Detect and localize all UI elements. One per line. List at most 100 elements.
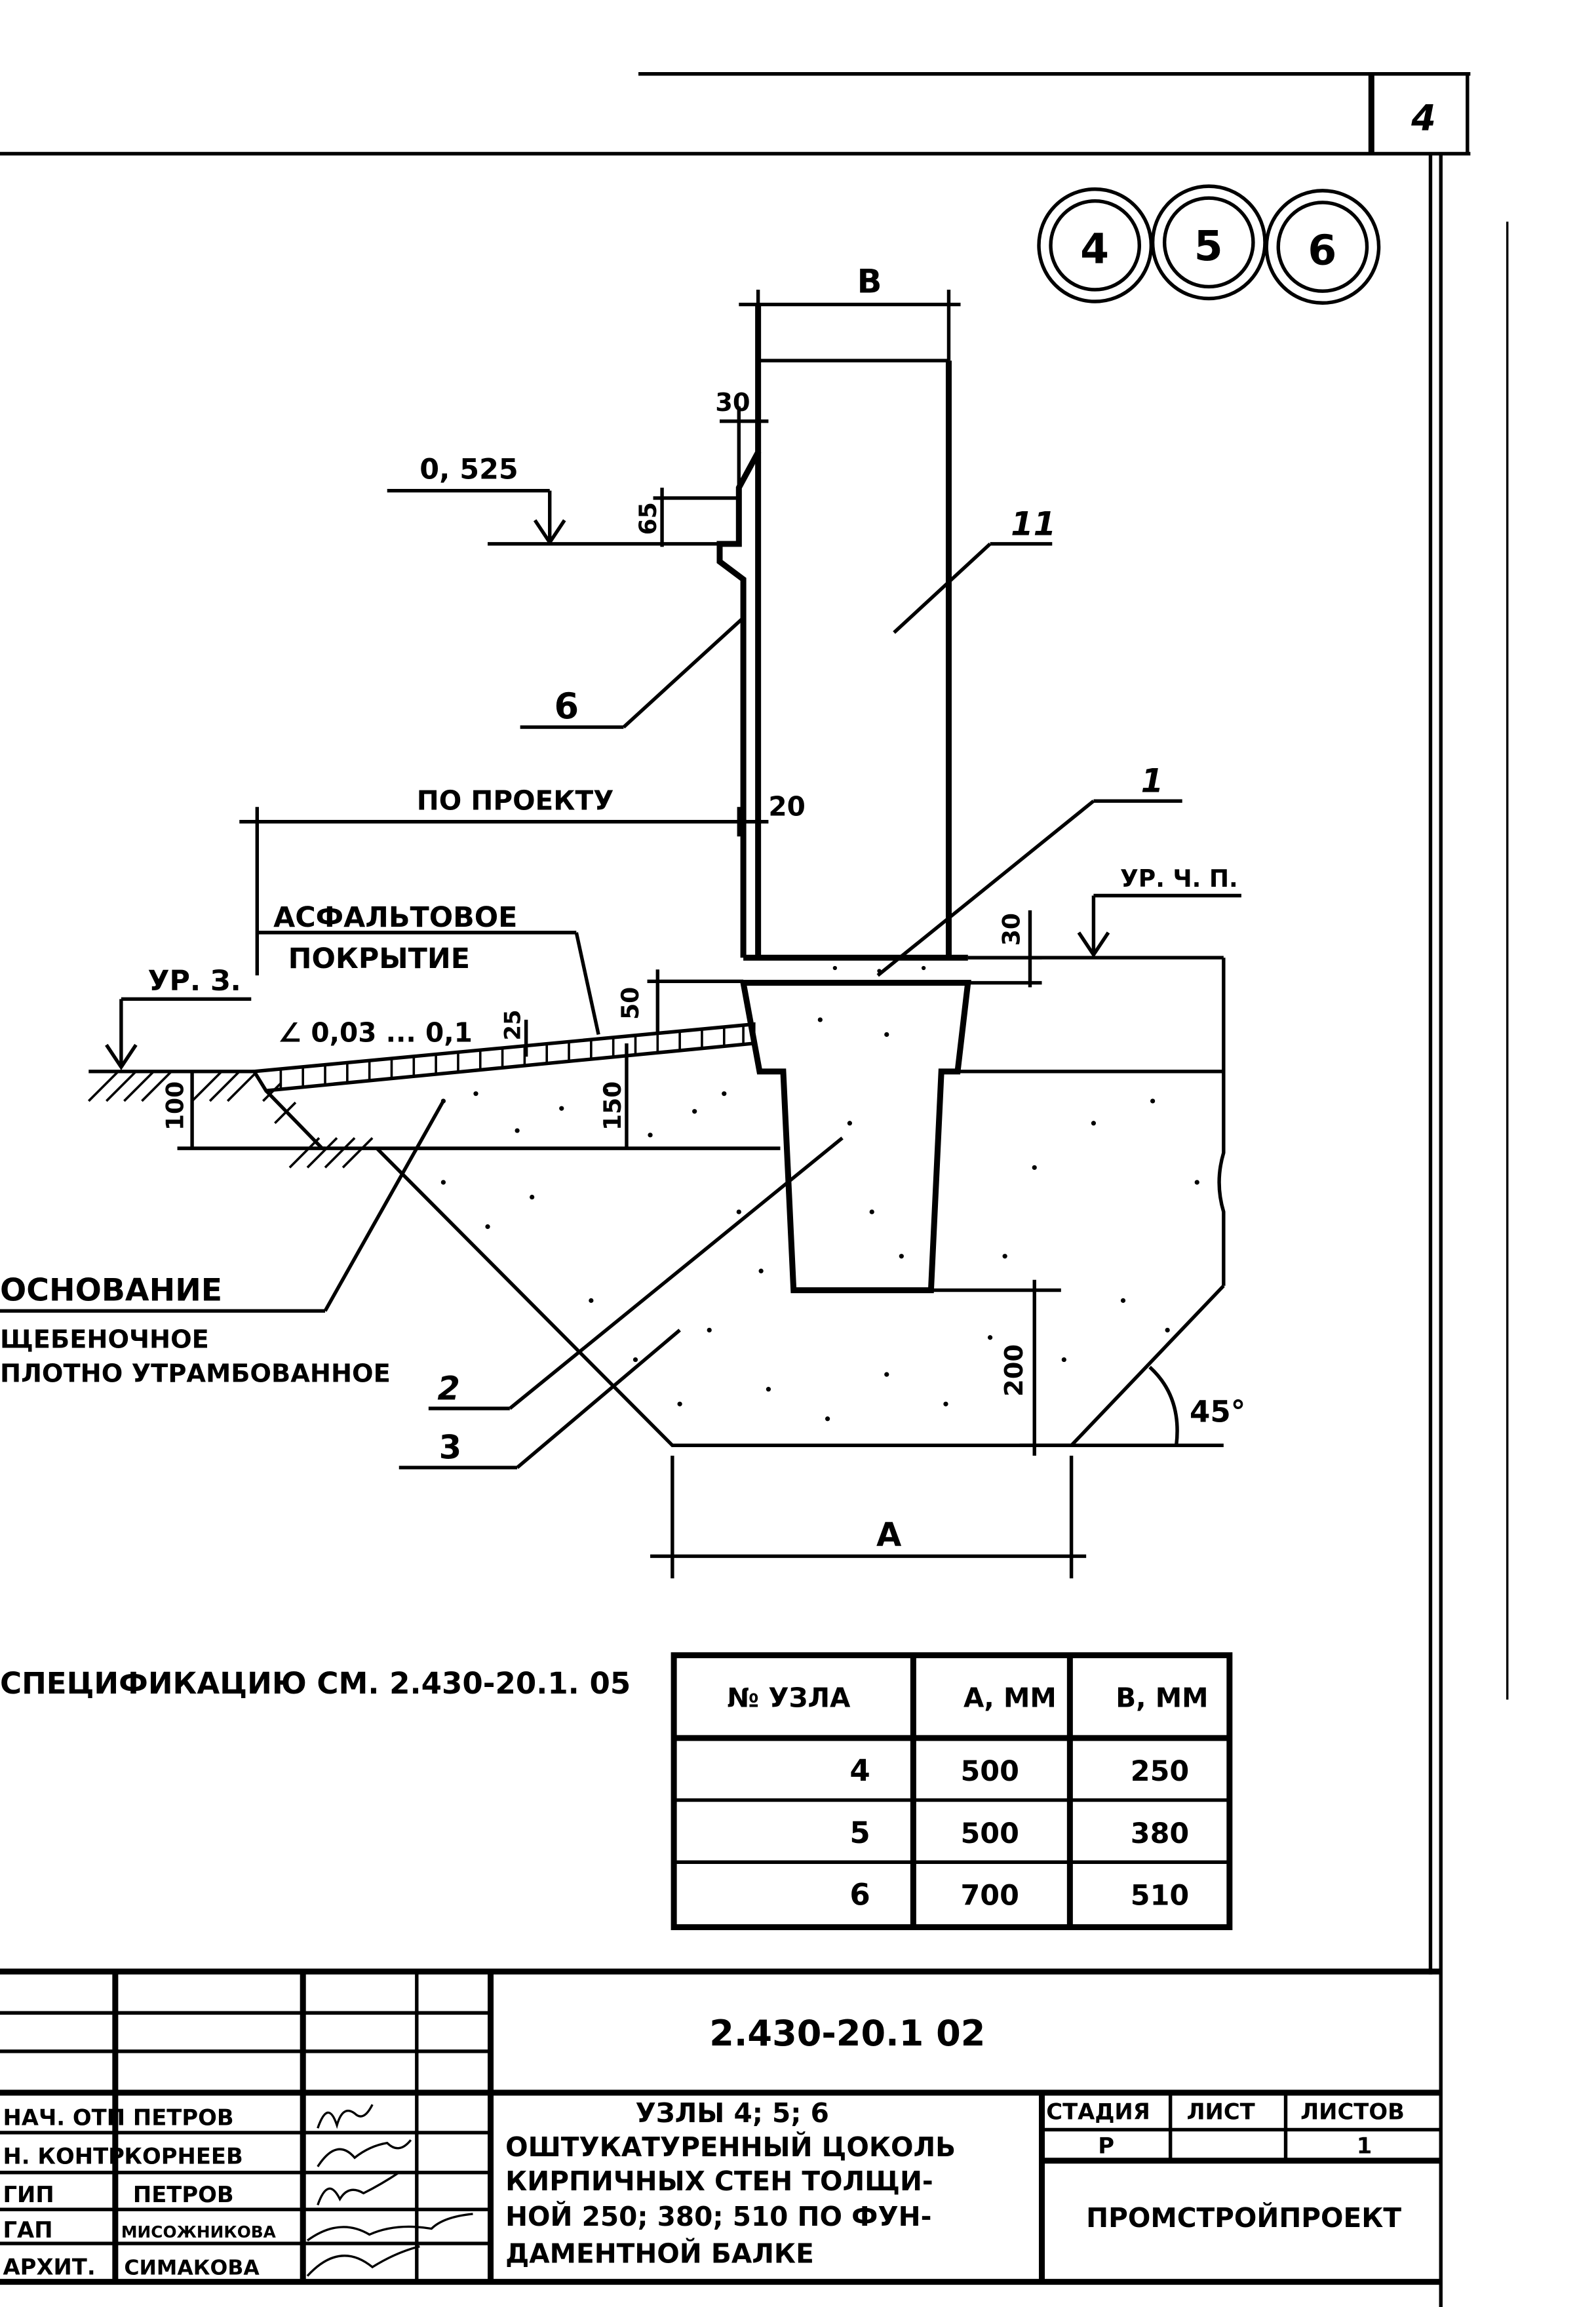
node-circle-4: 4 <box>1037 187 1154 303</box>
dim-50-label: 50 <box>617 987 644 1020</box>
asphalt-label-line2: ПОКРЫТИЕ <box>288 942 470 975</box>
dimension-b: B <box>739 262 961 361</box>
table-header-b: В, ММ <box>1116 1682 1208 1713</box>
stippling <box>440 965 1199 1422</box>
asphalt-hatching <box>279 1025 745 1089</box>
sand-fill-trench <box>376 1147 1225 1448</box>
leader-1-label: 1 <box>1141 762 1164 800</box>
table-cell-node: 5 <box>849 1815 870 1850</box>
role-label: АРХИТ. <box>3 2254 96 2279</box>
slope-label: ∠ 0,03 ... 0,1 <box>278 1017 473 1049</box>
node-circle-6-label: 6 <box>1308 226 1336 275</box>
role-label: Н. КОНТР. <box>3 2143 133 2169</box>
person-name: МИСОЖНИКОВА <box>121 2222 277 2241</box>
level-mark-ur-z: УР. З. <box>105 965 252 1070</box>
page-number: 4 <box>1411 97 1436 138</box>
person-name: КОРНЕЕВ <box>124 2143 243 2169</box>
sheets-value: 1 <box>1357 2133 1372 2158</box>
mortar-bed <box>743 954 968 986</box>
table-cell-a: 500 <box>961 1755 1019 1788</box>
asphalt-label-line1: АСФАЛЬТОВОЕ <box>273 901 517 934</box>
table-cell-b: 510 <box>1131 1880 1189 1912</box>
person-name: СИМАКОВА <box>124 2256 260 2279</box>
dim-25-label: 25 <box>500 1009 526 1040</box>
dim-30-top-label: 30 <box>715 388 750 417</box>
sheets-label: ЛИСТОВ <box>1300 2099 1405 2125</box>
dimension-po-proektu: ПО ПРОЕКТУ 20 <box>239 785 806 976</box>
role-label: ГИП <box>3 2182 54 2207</box>
table-row: 4 500 250 <box>849 1753 1189 1788</box>
role-label: НАЧ. ОТП <box>3 2105 126 2131</box>
person-name: ПЕТРОВ <box>133 2182 234 2207</box>
person-name: ПЕТРОВ <box>133 2105 234 2131</box>
dim-20-label: 20 <box>768 791 805 823</box>
table-cell-a: 700 <box>961 1880 1019 1912</box>
node-table: № УЗЛА А, ММ В, ММ 4 500 250 5 500 380 6… <box>671 1652 1233 1930</box>
leader-3-label: 3 <box>439 1429 462 1467</box>
node-circle-4-label: 4 <box>1080 224 1109 273</box>
leader-2: 2 <box>428 1136 844 1410</box>
label-ur-z: УР. З. <box>147 965 241 998</box>
table-row: 6 700 510 <box>849 1878 1189 1912</box>
node-circle-6: 6 <box>1264 189 1381 305</box>
dimension-50: 50 <box>617 969 744 1035</box>
stage-value: Р <box>1098 2133 1114 2158</box>
dim-30-right-label: 30 <box>998 913 1026 946</box>
base-label-line1: ОСНОВАНИЕ <box>0 1272 222 1308</box>
dim-a-label: A <box>876 1516 902 1554</box>
dimension-a: A <box>650 1456 1087 1579</box>
dim-150-label: 150 <box>599 1081 627 1131</box>
level-mark-0525: 0, 525 <box>387 454 720 546</box>
sheet-frame: 4 <box>0 72 1509 2307</box>
title-line-4: НОЙ 250; 380; 510 ПО ФУН- <box>505 2201 931 2232</box>
dim-65-label: 65 <box>634 502 662 535</box>
organization-name: ПРОМСТРОЙПРОЕКТ <box>1086 2202 1401 2234</box>
dim-100-label: 100 <box>162 1081 189 1131</box>
spec-note: СПЕЦИФИКАЦИЮ СМ. 2.430-20.1. 05 <box>0 1666 631 1701</box>
table-header-node: № УЗЛА <box>727 1682 851 1713</box>
base-label-line3: ПЛОТНО УТРАМБОВАННОЕ <box>0 1359 391 1388</box>
node-circle-5: 5 <box>1150 184 1267 301</box>
table-row: 5 500 380 <box>849 1815 1189 1850</box>
table-cell-b: 380 <box>1131 1817 1189 1850</box>
leader-3: 3 <box>399 1328 681 1469</box>
doc-code: 2.430-20.1 02 <box>709 2013 985 2054</box>
title-line-5: ДАМЕНТНОЙ БАЛКЕ <box>505 2238 814 2269</box>
crushed-stone-base <box>264 1089 781 1150</box>
node-circle-5-label: 5 <box>1194 222 1223 270</box>
table-cell-a: 500 <box>961 1817 1019 1850</box>
leader-11: 11 <box>893 505 1056 634</box>
table-cell-b: 250 <box>1131 1755 1189 1788</box>
level-0525-label: 0, 525 <box>419 454 518 486</box>
title-block: 2.430-20.1 02 НАЧ. ОТП Н. КОНТР. ГИП ГАП… <box>0 1968 1441 2285</box>
dimension-200: 200 <box>931 1279 1072 1456</box>
leader-2-label: 2 <box>437 1369 460 1407</box>
table-header-a: А, ММ <box>963 1682 1057 1713</box>
role-label: ГАП <box>3 2217 53 2243</box>
title-line-2: ОШТУКАТУРЕННЫЙ ЦОКОЛЬ <box>505 2131 956 2163</box>
stage-label: СТАДИЯ <box>1046 2099 1150 2125</box>
title-line-1: УЗЛЫ 4; 5; 6 <box>635 2097 828 2129</box>
label-po-proektu: ПО ПРОЕКТУ <box>417 785 614 817</box>
base-callout: ОСНОВАНИЕ ЩЕБЕНОЧНОЕ ПЛОТНО УТРАМБОВАННО… <box>0 1100 445 1388</box>
section-drawing: B 30 65 0, 525 11 <box>0 262 1245 1579</box>
dimension-100: 100 <box>162 1071 326 1150</box>
angle-45: 45° <box>1071 1365 1245 1448</box>
dimension-30-top: 30 <box>715 388 769 488</box>
level-mark-ur-chp: УР. Ч. П. <box>1077 865 1241 958</box>
leader-6: 6 <box>520 616 745 729</box>
dim-200-label: 200 <box>1000 1344 1029 1397</box>
label-ur-chp: УР. Ч. П. <box>1120 865 1238 893</box>
dimension-150: 150 <box>599 1043 629 1149</box>
node-circles: 4 5 6 <box>1037 184 1381 305</box>
dimension-25: 25 <box>500 1009 528 1057</box>
dimension-30-right: 30 <box>967 910 1042 988</box>
angle-45-label: 45° <box>1190 1394 1245 1429</box>
leader-11-label: 11 <box>1011 505 1056 543</box>
asphalt-callout: АСФАЛЬТОВОЕ ПОКРЫТИЕ <box>258 901 600 1036</box>
dimension-65: 65 <box>634 488 739 547</box>
sheet-label: ЛИСТ <box>1186 2099 1255 2125</box>
plaster-outline <box>716 304 952 958</box>
foundation-beam <box>739 980 971 1294</box>
signatures <box>306 2104 473 2277</box>
